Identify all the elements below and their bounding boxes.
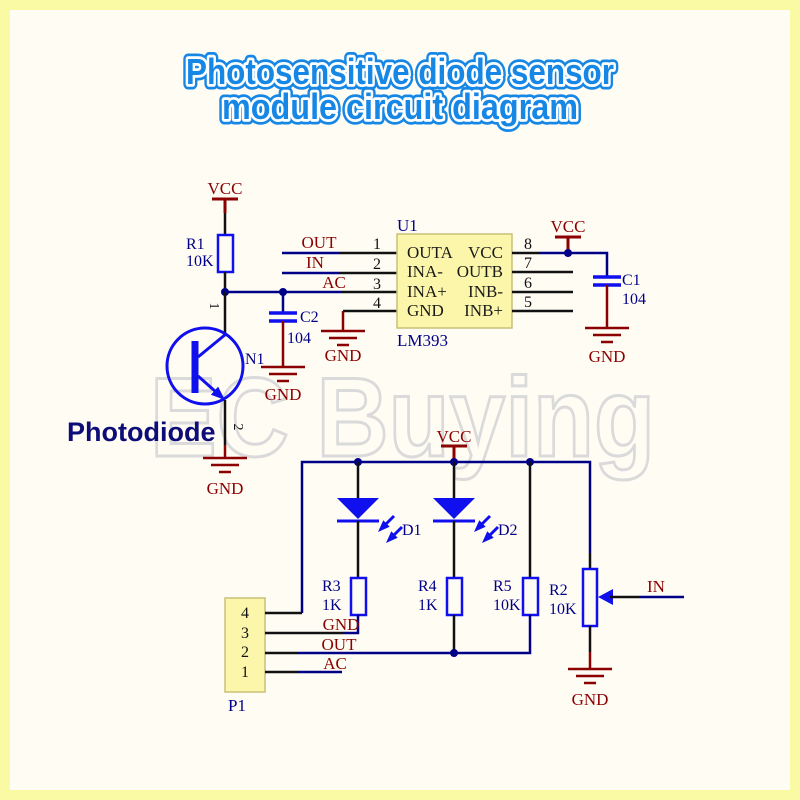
vcc-label-bus: VCC — [437, 427, 472, 446]
u1-pin3-number: 3 — [373, 276, 381, 293]
u1-pin-name-ina-plus: INA+ — [407, 282, 447, 301]
r2-wiper-arrow — [598, 589, 613, 605]
u1-pin-name-ina-minus: INA- — [407, 262, 443, 281]
photodiode-label: Photodiode — [67, 417, 215, 447]
p1-connector-body — [224, 597, 266, 693]
gnd-label-u1: GND — [325, 346, 362, 365]
gnd-label-n1: GND — [207, 479, 244, 498]
r2-ref: R2 — [549, 582, 568, 599]
gnd-label-r2: GND — [572, 690, 609, 709]
u1-pin5-number: 5 — [524, 294, 532, 311]
r1-value: 10K — [186, 253, 214, 270]
gnd-net-label-p1: GND — [323, 615, 360, 634]
u1-pin1-number: 1 — [373, 236, 381, 253]
vcc-symbol-r1 — [212, 197, 238, 213]
gnd-symbol-u1 — [321, 311, 365, 347]
u1-ref: U1 — [397, 216, 418, 235]
u1-part: LM393 — [397, 331, 448, 350]
vcc-bus-wire — [300, 460, 592, 613]
u1-pin-name-gnd: GND — [407, 301, 444, 320]
vcc-label-u1: VCC — [551, 217, 586, 236]
junction-dot — [450, 649, 458, 657]
u1-pin-name-outb: OUTB — [457, 262, 503, 281]
page-title: Photosensitive diode sensor Photosensiti… — [181, 46, 620, 133]
wire-pin8-c1 — [540, 251, 609, 277]
n1-phototransistor — [165, 326, 245, 406]
ac-net-label-top: AC — [322, 273, 346, 292]
d1-ref: D1 — [402, 522, 422, 539]
p1-pin4-number: 4 — [241, 605, 249, 622]
wire-gnd-r3 — [344, 615, 360, 635]
gnd-symbol-n1 — [203, 445, 247, 474]
r4-value: 1K — [418, 597, 438, 614]
n1-pin2-number: 2 — [230, 424, 245, 431]
r5-ref: R5 — [493, 578, 512, 595]
title-line1-outline: Photosensitive diode sensor — [186, 51, 614, 92]
r2-value: 10K — [549, 601, 577, 618]
r3-value: 1K — [322, 597, 342, 614]
u1-pin7-number: 7 — [524, 255, 532, 272]
p1-pin3-number: 3 — [241, 625, 249, 642]
wire-out-net-lower — [298, 615, 532, 655]
u1-pin8-number: 8 — [524, 236, 532, 253]
watermark-text: EC Buying — [150, 355, 655, 480]
r5-value: 10K — [493, 597, 521, 614]
title-line2: module circuit diagram — [222, 86, 578, 127]
junction-dot — [564, 249, 572, 257]
out-net-label-p1: OUT — [322, 635, 358, 654]
r3-ref: R3 — [322, 578, 341, 595]
d2-ref: D2 — [498, 522, 518, 539]
u1-pin-name-vcc: VCC — [468, 243, 503, 262]
vcc-label-r1: VCC — [208, 179, 243, 198]
in-net-label-lower: IN — [647, 577, 665, 596]
n1-ref: N1 — [245, 351, 265, 368]
u1-pin-name-inb-plus: INB+ — [464, 301, 503, 320]
title-line2-outline: module circuit diagram — [222, 86, 578, 127]
c2-ref: C2 — [300, 309, 319, 326]
c1-ref: C1 — [622, 272, 641, 289]
p1-pin2-number: 2 — [241, 644, 249, 661]
gnd-symbol-c2 — [261, 321, 305, 383]
n1-pin1-number: 1 — [206, 303, 221, 310]
r1-ref: R1 — [186, 236, 205, 253]
u1-pin2-number: 2 — [373, 256, 381, 273]
p1-ref: P1 — [228, 696, 246, 715]
u1-pin6-number: 6 — [524, 275, 532, 292]
c1-value: 104 — [622, 291, 646, 308]
u1-pin-name-inb-minus: INB- — [468, 282, 503, 301]
title-line1: Photosensitive diode sensor — [186, 51, 614, 92]
in-net-label-top: IN — [306, 253, 324, 272]
u1-ic-body — [396, 233, 513, 329]
gnd-symbol-c1 — [585, 285, 629, 344]
c2-value: 104 — [287, 330, 311, 347]
r4-ref: R4 — [418, 578, 437, 595]
gnd-symbol-r2 — [568, 652, 612, 685]
out-net-label-top: OUT — [302, 233, 338, 252]
u1-pin-name-outa: OUTA — [407, 243, 454, 262]
ac-net-label-p1: AC — [323, 654, 347, 673]
p1-pin1-number: 1 — [241, 664, 249, 681]
gnd-label-c2: GND — [265, 385, 302, 404]
u1-pin4-number: 4 — [373, 295, 381, 312]
gnd-label-c1: GND — [589, 347, 626, 366]
